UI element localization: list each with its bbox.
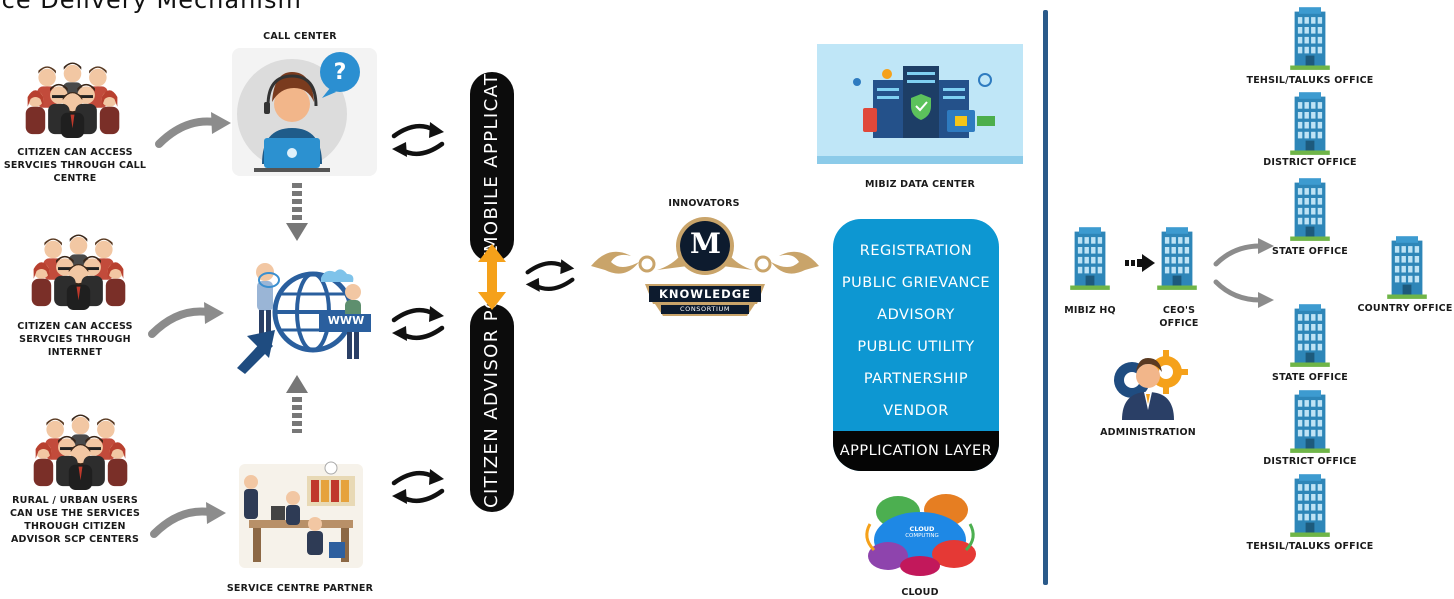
- app-item-public-grievance: PUBLIC GRIEVANCE: [841, 275, 991, 291]
- swap-arrow-call-center-icon: [388, 118, 448, 162]
- upper-state-label: STATE OFFICE: [1272, 246, 1348, 257]
- orange-double-arrow-icon: [478, 244, 506, 310]
- citizen-group-icon-1: [25, 62, 120, 138]
- arrow-to-call-center-icon: [155, 110, 235, 150]
- ceo-office-label: CEO's OFFICE: [1159, 305, 1199, 329]
- country-office-label: COUNTRY OFFICE: [1357, 303, 1453, 314]
- lower-state-building-icon: [1290, 304, 1330, 367]
- upper-district-building-icon: [1290, 92, 1330, 155]
- mobile-application-pill: [470, 72, 514, 262]
- upper-tehsil-label: TEHSIL/TALUKS OFFICE: [1246, 75, 1374, 86]
- administration-person-gear-icon: [1114, 350, 1188, 420]
- page-title: ice Delivery Mechanism: [0, 0, 302, 14]
- user-label-internet: CITIZEN CAN ACCESS SERVCIES THROUGH INTE…: [17, 321, 133, 358]
- country-office-building-icon: [1387, 236, 1427, 299]
- citizen-advisor-portal-label: CITIZEN ADVISOR PORTAL: [481, 244, 502, 508]
- knowledge-consortium-ornament-icon: [591, 217, 819, 316]
- lower-district-label: DISTRICT OFFICE: [1263, 456, 1357, 467]
- service-centre-desk-icon: [239, 461, 363, 568]
- internet-globe-icon: [237, 263, 371, 374]
- service-centre-label: SERVICE CENTRE PARTNER: [226, 583, 374, 594]
- arrow-up-service-to-internet-icon: [286, 375, 308, 433]
- app-item-partnership: PARTNERSHIP: [863, 371, 969, 387]
- arrow-down-call-to-internet-icon: [286, 183, 308, 241]
- app-item-vendor: VENDOR: [883, 403, 949, 419]
- svg-text:?: ?: [334, 60, 347, 85]
- cloud-label: CLOUD: [901, 587, 939, 598]
- swap-arrow-internet-icon: [388, 302, 448, 346]
- upper-tehsil-building-icon: [1290, 7, 1330, 70]
- arrow-ceo-to-lower-icon: [1213, 279, 1274, 308]
- mobile-application-label: MOBILE APPLICATION: [481, 35, 502, 252]
- citizen-group-icon-3: [33, 414, 128, 490]
- mibiz-hq-label: MIBIZ HQ: [1064, 305, 1116, 316]
- data-center-label: MIBIZ DATA CENTER: [865, 179, 975, 190]
- arrow-to-service-centre-icon: [150, 500, 230, 540]
- logo-consortium-text: CONSORTIUM: [679, 305, 731, 313]
- citizen-advisor-portal-pill: [470, 304, 514, 512]
- application-layer-panel: REGISTRATION PUBLIC GRIEVANCE ADVISORY P…: [833, 219, 999, 471]
- arrow-to-internet-icon: [148, 300, 228, 340]
- www-label: WWW: [327, 314, 365, 327]
- user-label-scp-centers: RURAL / URBAN USERS CAN USE THE SERVICES…: [10, 495, 141, 545]
- logo-knowledge-text: KNOWLEDGE: [658, 287, 752, 301]
- section-divider: [1043, 10, 1048, 585]
- application-layer-footer: APPLICATION LAYER: [833, 431, 999, 471]
- upper-state-building-icon: [1290, 178, 1330, 241]
- app-item-public-utility: PUBLIC UTILITY: [857, 339, 975, 355]
- app-item-advisory: ADVISORY: [877, 307, 955, 323]
- mibiz-hq-building-icon: [1070, 227, 1110, 290]
- cloud-computing-icon: [865, 494, 976, 576]
- cloud-inner-label-1: CLOUD: [909, 525, 935, 533]
- logo-letter: M: [690, 227, 721, 260]
- swap-arrow-service-centre-icon: [388, 465, 448, 509]
- arrow-hq-to-ceo-icon: [1125, 254, 1155, 272]
- ceo-office-building-icon: [1157, 227, 1197, 290]
- user-label-call-centre: CITIZEN CAN ACCESS SERVCIES THROUGH CALL…: [3, 147, 147, 184]
- app-item-registration: REGISTRATION: [859, 243, 973, 259]
- lower-district-building-icon: [1290, 390, 1330, 453]
- swap-arrow-logo-icon: [522, 255, 578, 297]
- administration-label: ADMINISTRATION: [1100, 427, 1196, 438]
- cloud-inner-label-2: COMPUTING: [905, 533, 939, 539]
- call-center-label: CALL CENTER: [263, 31, 337, 42]
- innovators-label: INNOVATORS: [668, 198, 740, 209]
- lower-state-label: STATE OFFICE: [1272, 372, 1348, 383]
- lower-tehsil-label: TEHSIL/TALUKS OFFICE: [1246, 541, 1374, 552]
- call-center-agent-icon: ?: [232, 48, 377, 176]
- arrow-ceo-to-upper-icon: [1213, 238, 1274, 267]
- data-center-server-icon: [817, 44, 1023, 164]
- upper-district-label: DISTRICT OFFICE: [1263, 157, 1357, 168]
- lower-tehsil-building-icon: [1290, 474, 1330, 537]
- citizen-group-icon-2: [31, 234, 126, 310]
